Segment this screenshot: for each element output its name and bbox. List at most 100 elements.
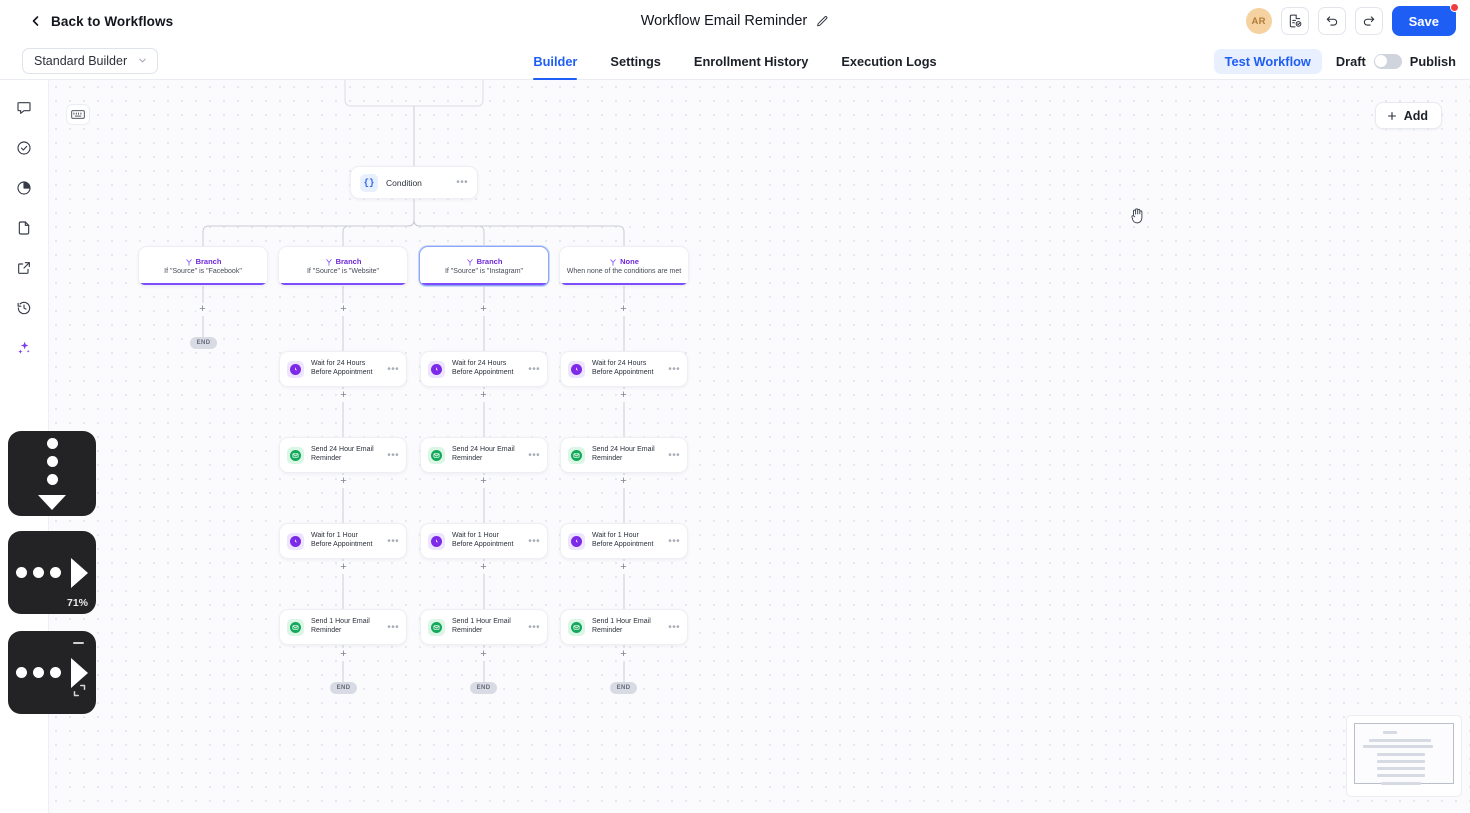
overlay-panel-dropdown[interactable] bbox=[8, 431, 96, 516]
add-node-handle[interactable]: + bbox=[617, 475, 630, 488]
flow-graph: {} Condition ••• Branch If "Source" is "… bbox=[49, 80, 1470, 813]
pencil-icon[interactable] bbox=[816, 15, 829, 28]
node-menu[interactable]: ••• bbox=[387, 535, 399, 547]
rail-item-tasks[interactable] bbox=[10, 134, 38, 162]
minimap-node bbox=[1377, 767, 1425, 770]
publish-label[interactable]: Publish bbox=[1409, 53, 1456, 69]
add-node-handle[interactable]: + bbox=[337, 389, 350, 402]
save-button[interactable]: Save bbox=[1391, 3, 1459, 36]
node-send-1h-email[interactable]: Send 1 Hour Email Reminder ••• bbox=[279, 609, 407, 645]
node-wait-24h[interactable]: Wait for 24 Hours Before Appointment ••• bbox=[420, 351, 548, 387]
overlay-panel-fullscreen[interactable] bbox=[8, 631, 96, 714]
add-node-handle[interactable]: + bbox=[617, 648, 630, 661]
node-menu[interactable]: ••• bbox=[528, 363, 540, 375]
redo-button[interactable] bbox=[1354, 7, 1383, 35]
node-send-24h-email[interactable]: Send 24 Hour Email Reminder ••• bbox=[560, 437, 688, 473]
node-condition[interactable]: {} Condition ••• bbox=[350, 166, 478, 199]
add-node-handle[interactable]: + bbox=[337, 561, 350, 574]
rail-item-documents[interactable] bbox=[10, 214, 38, 242]
draft-label[interactable]: Draft bbox=[1335, 53, 1366, 69]
node-send-24h-email[interactable]: Send 24 Hour Email Reminder ••• bbox=[420, 437, 548, 473]
chevron-left-icon bbox=[32, 16, 39, 26]
keyboard-shortcuts-button[interactable] bbox=[66, 104, 90, 125]
avatar[interactable]: AR bbox=[1245, 8, 1272, 34]
add-node-handle[interactable]: + bbox=[477, 389, 490, 402]
node-label: Wait for 1 Hour Before Appointment bbox=[311, 532, 373, 548]
curly-braces-icon: {} bbox=[360, 173, 378, 192]
node-menu[interactable]: ••• bbox=[528, 449, 540, 461]
notes-button[interactable] bbox=[1280, 7, 1309, 35]
back-to-workflows-link[interactable]: Back to Workflows bbox=[30, 14, 173, 29]
node-condition-menu[interactable]: ••• bbox=[456, 177, 468, 188]
branch-node-none[interactable]: None When none of the conditions are met bbox=[559, 246, 689, 286]
add-node-handle[interactable]: + bbox=[477, 475, 490, 488]
workflow-canvas[interactable]: Add bbox=[49, 80, 1470, 813]
add-node-handle[interactable]: + bbox=[617, 561, 630, 574]
node-menu[interactable]: ••• bbox=[528, 621, 540, 633]
envelope-icon bbox=[428, 446, 445, 464]
branch-condition-label: If "Source" is "Facebook" bbox=[164, 268, 242, 275]
add-step-label: Add bbox=[1403, 108, 1428, 123]
add-node-handle[interactable]: + bbox=[477, 303, 490, 316]
node-menu[interactable]: ••• bbox=[387, 449, 399, 461]
rail-item-analytics[interactable] bbox=[10, 174, 38, 202]
add-node-handle[interactable]: + bbox=[196, 303, 209, 316]
plus-icon bbox=[1387, 111, 1396, 120]
add-node-handle[interactable]: + bbox=[477, 561, 490, 574]
add-node-handle[interactable]: + bbox=[617, 389, 630, 402]
add-node-handle[interactable]: + bbox=[337, 303, 350, 316]
document-icon bbox=[18, 221, 30, 235]
add-node-handle[interactable]: + bbox=[337, 475, 350, 488]
node-menu[interactable]: ••• bbox=[668, 535, 680, 547]
node-menu[interactable]: ••• bbox=[668, 363, 680, 375]
node-menu[interactable]: ••• bbox=[668, 621, 680, 633]
minimap-viewport bbox=[1354, 723, 1454, 785]
add-node-handle[interactable]: + bbox=[617, 303, 630, 316]
node-label: Send 1 Hour Email Reminder bbox=[311, 618, 370, 634]
node-menu[interactable]: ••• bbox=[387, 363, 399, 375]
builder-mode-select[interactable]: Standard Builder bbox=[22, 47, 159, 74]
node-wait-1h[interactable]: Wait for 1 Hour Before Appointment ••• bbox=[420, 523, 548, 559]
branch-node-instagram[interactable]: Branch If "Source" is "Instagram" bbox=[419, 246, 549, 286]
rail-item-history[interactable] bbox=[10, 294, 38, 322]
branch-condition-label: If "Source" is "Website" bbox=[306, 268, 380, 275]
branch-node-facebook[interactable]: Branch If "Source" is "Facebook" bbox=[138, 246, 268, 286]
rail-item-ai-assistant[interactable] bbox=[10, 334, 38, 362]
rail-item-open-external[interactable] bbox=[10, 254, 38, 282]
tab-execution-logs[interactable]: Execution Logs bbox=[841, 53, 937, 69]
end-badge: END bbox=[330, 682, 357, 694]
tab-settings[interactable]: Settings bbox=[610, 53, 661, 69]
node-condition-label: Condition bbox=[386, 177, 422, 188]
minimap-node bbox=[1383, 731, 1397, 734]
tab-enrollment-history[interactable]: Enrollment History bbox=[693, 53, 809, 69]
publish-toggle[interactable] bbox=[1373, 53, 1402, 69]
undo-button[interactable] bbox=[1317, 7, 1346, 35]
end-badge: END bbox=[610, 682, 637, 694]
node-label: Send 1 Hour Email Reminder bbox=[452, 618, 511, 634]
workflow-minimap[interactable] bbox=[1346, 715, 1462, 797]
node-send-24h-email[interactable]: Send 24 Hour Email Reminder ••• bbox=[279, 437, 407, 473]
node-wait-1h[interactable]: Wait for 1 Hour Before Appointment ••• bbox=[560, 523, 688, 559]
end-badge: END bbox=[470, 682, 497, 694]
node-wait-24h[interactable]: Wait for 24 Hours Before Appointment ••• bbox=[560, 351, 688, 387]
draft-publish-toggle-group: Draft Publish bbox=[1335, 53, 1456, 69]
redo-arrow-icon bbox=[1363, 16, 1374, 26]
node-menu[interactable]: ••• bbox=[668, 449, 680, 461]
overlay-panel-zoom[interactable]: 71% bbox=[8, 531, 96, 614]
node-send-1h-email[interactable]: Send 1 Hour Email Reminder ••• bbox=[560, 609, 688, 645]
tab-builder[interactable]: Builder bbox=[533, 42, 578, 80]
node-label: Send 24 Hour Email Reminder bbox=[592, 446, 655, 462]
node-menu[interactable]: ••• bbox=[387, 621, 399, 633]
node-wait-1h[interactable]: Wait for 1 Hour Before Appointment ••• bbox=[279, 523, 407, 559]
add-node-handle[interactable]: + bbox=[477, 648, 490, 661]
add-node-handle[interactable]: + bbox=[337, 648, 350, 661]
node-wait-24h[interactable]: Wait for 24 Hours Before Appointment ••• bbox=[279, 351, 407, 387]
branch-node-website[interactable]: Branch If "Source" is "Website" bbox=[278, 246, 408, 286]
node-send-1h-email[interactable]: Send 1 Hour Email Reminder ••• bbox=[420, 609, 548, 645]
node-label: Wait for 24 Hours Before Appointment bbox=[592, 360, 654, 376]
add-step-button[interactable]: Add bbox=[1374, 102, 1442, 129]
test-workflow-button[interactable]: Test Workflow bbox=[1213, 48, 1322, 74]
rail-item-comments[interactable] bbox=[10, 94, 38, 122]
node-menu[interactable]: ••• bbox=[528, 535, 540, 547]
check-circle-icon bbox=[17, 141, 31, 155]
